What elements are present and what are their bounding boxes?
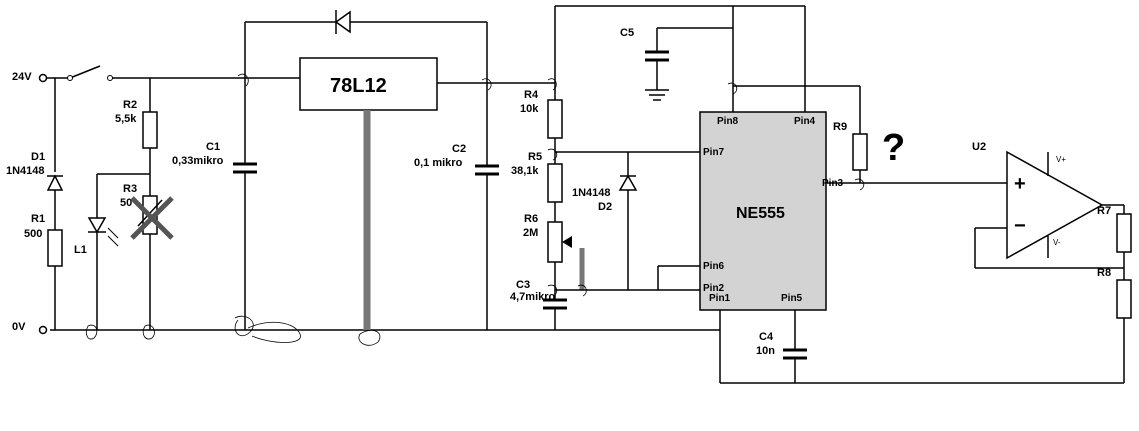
- diode-d2: [618, 174, 638, 191]
- r8-name: R8: [1097, 267, 1111, 279]
- r1-value: 500: [24, 228, 42, 240]
- regulator-label: 78L12: [330, 75, 387, 97]
- terminal-24v: [38, 73, 48, 83]
- pin7-label: Pin7: [703, 147, 725, 158]
- ic-ne555: [699, 111, 827, 311]
- r4-value: 10k: [520, 103, 539, 115]
- c1-value: 0,33mikro: [172, 155, 224, 167]
- pin4-label: Pin4: [794, 116, 816, 127]
- c5-name: C5: [620, 27, 634, 39]
- supply-rail-24v: [45, 77, 555, 84]
- c3-name: C3: [516, 279, 530, 291]
- d2-name: D2: [598, 201, 612, 213]
- cross-mark-icon: [130, 196, 174, 240]
- u2-name: U2: [972, 141, 986, 153]
- terminal-0v: [38, 325, 48, 335]
- capacitor-c5: [645, 50, 669, 62]
- resistor-r8: [1116, 279, 1132, 319]
- pin1-label: Pin1: [709, 293, 731, 304]
- opamp-vminus: V-: [1053, 238, 1061, 247]
- pin5-label: Pin5: [781, 293, 803, 304]
- opamp-u2: [1006, 150, 1104, 260]
- pin6-label: Pin6: [703, 261, 725, 272]
- question-mark: ?: [882, 127, 905, 169]
- pin2-label: Pin2: [703, 283, 725, 294]
- d1-name: D1: [31, 151, 45, 163]
- potentiometer-r6: [547, 221, 563, 263]
- l1-name: L1: [74, 244, 87, 256]
- c3-value: 4,7mikro: [510, 291, 556, 303]
- d2-value: 1N4148: [572, 187, 611, 199]
- c2-value: 0,1 mikro: [414, 157, 463, 169]
- hand-drawn-annotations: [86, 73, 865, 346]
- resistor-r4: [547, 99, 563, 139]
- resistor-r1: [47, 229, 63, 267]
- resistor-r5: [547, 163, 563, 203]
- d1-value: 1N4148: [6, 165, 45, 177]
- opamp-vplus: V+: [1056, 155, 1066, 164]
- r4-name: R4: [524, 89, 539, 101]
- label-0v: 0V: [12, 321, 26, 333]
- bypass-diode: [244, 10, 488, 83]
- diode-d1: [46, 174, 64, 191]
- label-24v: 24V: [12, 71, 32, 83]
- c4-name: C4: [759, 331, 774, 343]
- r5-value: 38,1k: [511, 165, 539, 177]
- regulator-78l12: [299, 57, 438, 111]
- capacitor-c1: [233, 162, 257, 174]
- capacitor-c4: [783, 348, 807, 360]
- capacitor-c2: [475, 164, 499, 176]
- r9-name: R9: [833, 121, 847, 133]
- r6-name: R6: [524, 213, 538, 225]
- resistor-r7: [1116, 213, 1132, 253]
- r3-name: R3: [123, 183, 137, 195]
- r1-name: R1: [31, 213, 45, 225]
- r2-value: 5,5k: [115, 113, 137, 125]
- wiper-arrow-icon: [562, 236, 572, 248]
- r7-name: R7: [1097, 205, 1111, 217]
- c1-name: C1: [206, 141, 220, 153]
- ic-label: NE555: [736, 205, 785, 222]
- r3-value: 50: [120, 197, 132, 209]
- opamp-plus: +: [1014, 173, 1026, 195]
- opamp-minus: −: [1014, 215, 1026, 237]
- resistor-r9: [852, 133, 868, 171]
- ground-symbol-icon: [645, 89, 669, 101]
- c2-name: C2: [452, 143, 466, 155]
- pin8-label: Pin8: [717, 116, 739, 127]
- resistor-r2: [142, 111, 158, 149]
- r5-name: R5: [528, 151, 542, 163]
- c4-value: 10n: [756, 345, 775, 357]
- r6-value: 2M: [523, 227, 538, 239]
- switch: [67, 65, 113, 81]
- led-l1: [87, 217, 119, 247]
- r2-name: R2: [123, 99, 137, 111]
